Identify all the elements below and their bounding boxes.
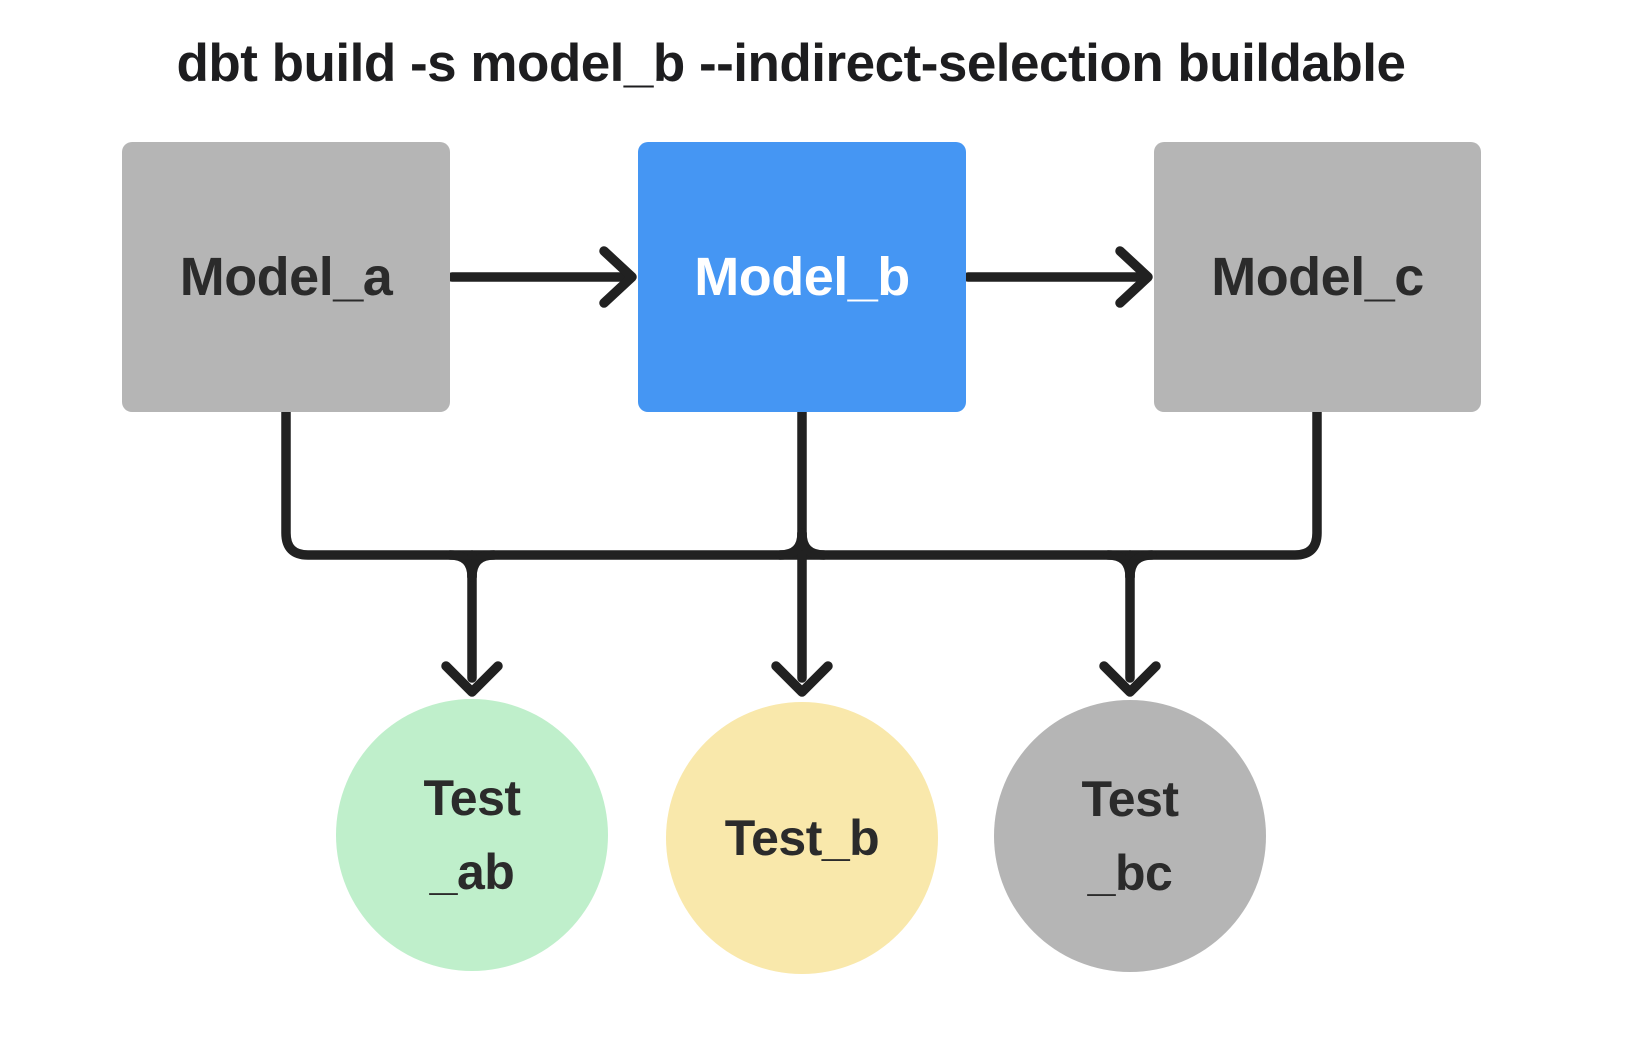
- node-test-bc: Test _bc: [994, 700, 1266, 972]
- edge-bus: [281, 407, 1322, 697]
- node-model-c-label: Model_c: [1211, 247, 1424, 307]
- node-test-b: Test_b: [666, 702, 938, 974]
- node-test-b-label: Test_b: [724, 810, 880, 866]
- node-test-ab-label-line1: Test: [423, 770, 521, 826]
- node-test-ab-label-line2: _ab: [429, 844, 515, 900]
- node-test-bc-label-line2: _bc: [1087, 845, 1173, 901]
- node-model-c: Model_c: [1154, 142, 1481, 412]
- page-title: dbt build -s model_b --indirect-selectio…: [176, 34, 1406, 93]
- edge-model-b-to-model-c: [963, 246, 1153, 308]
- node-model-b: Model_b: [638, 142, 966, 412]
- node-test-ab: Test _ab: [336, 699, 608, 971]
- node-model-a-label: Model_a: [179, 247, 393, 307]
- node-model-b-label: Model_b: [694, 247, 910, 307]
- node-test-bc-label-line1: Test: [1081, 771, 1179, 827]
- node-model-a: Model_a: [122, 142, 450, 412]
- edge-model-a-to-model-b: [447, 246, 637, 308]
